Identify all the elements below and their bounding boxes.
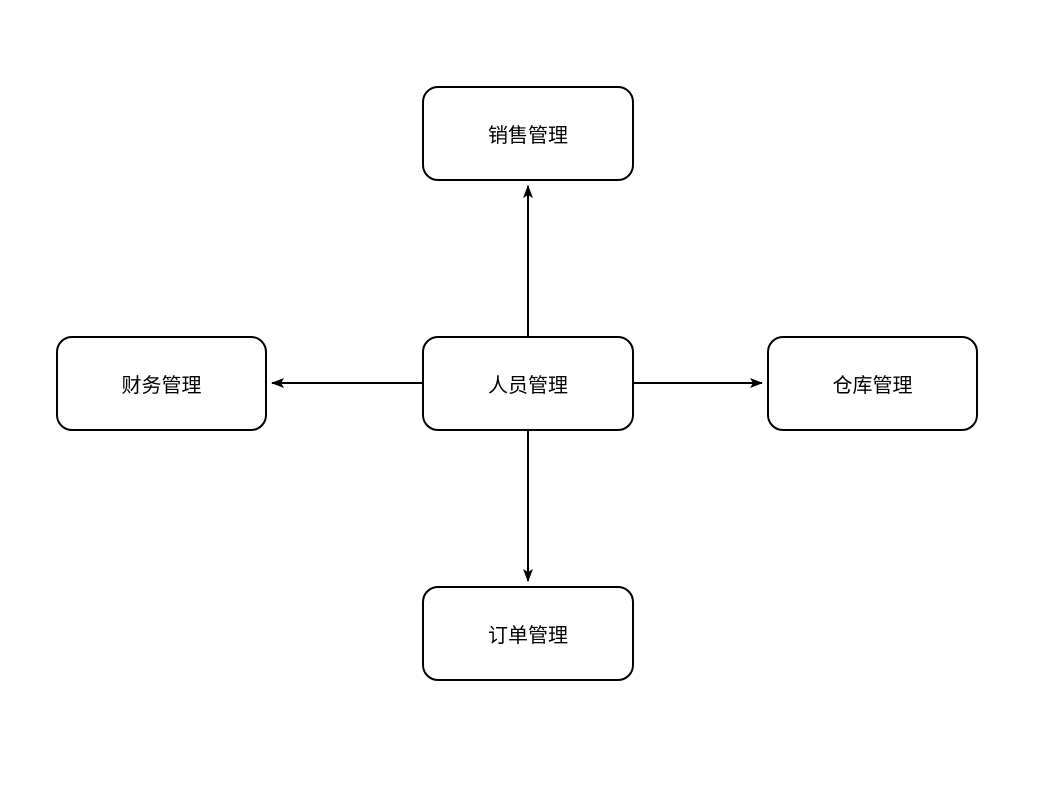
- node-finance-management[interactable]: 财务管理: [56, 336, 267, 431]
- node-order-management[interactable]: 订单管理: [422, 586, 634, 681]
- node-label: 人员管理: [488, 375, 568, 397]
- node-label: 销售管理: [488, 125, 568, 147]
- node-personnel-management[interactable]: 人员管理: [422, 336, 634, 431]
- node-warehouse-management[interactable]: 仓库管理: [767, 336, 978, 431]
- node-label: 财务管理: [121, 375, 202, 397]
- node-sales-management[interactable]: 销售管理: [422, 86, 634, 181]
- node-label: 订单管理: [488, 625, 568, 647]
- node-label: 仓库管理: [832, 375, 913, 397]
